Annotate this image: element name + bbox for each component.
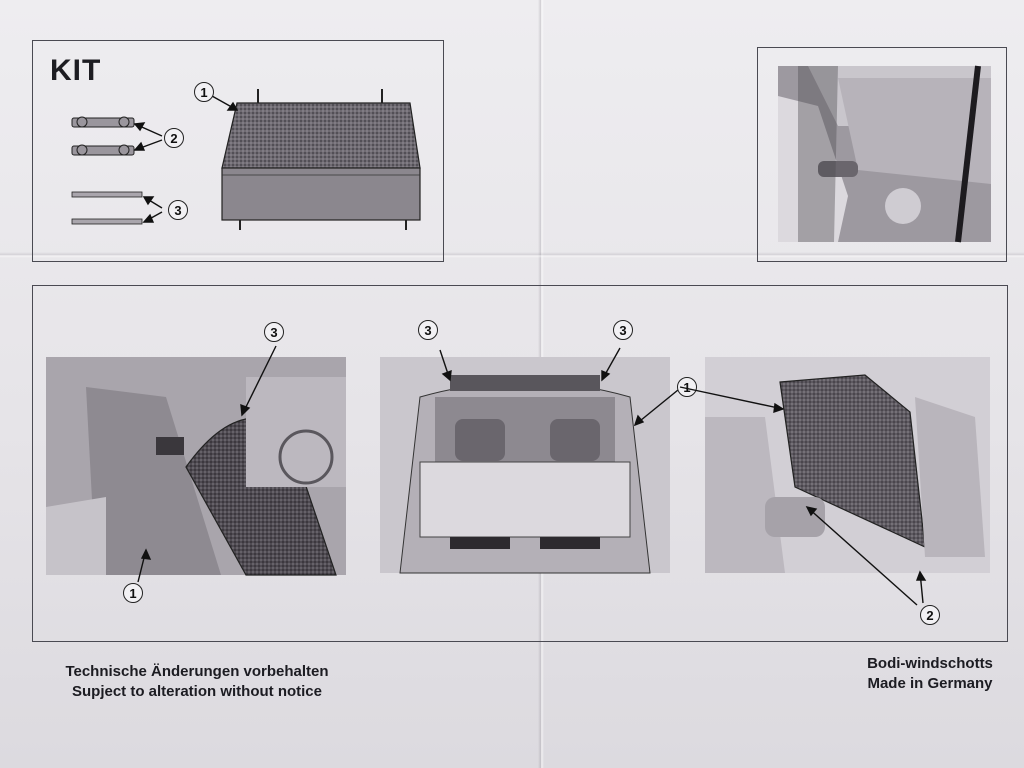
step-3-callout-2: 2	[920, 605, 940, 625]
step-2-callout-3-left: 3	[418, 320, 438, 340]
footer-disclaimer-de: Technische Änderungen vorbehalten	[65, 663, 329, 680]
step-2-arrows	[439, 347, 679, 427]
kit-callout-1: 1	[194, 82, 214, 102]
footer-brand: Bodi-windschotts Made in Germany	[840, 654, 1020, 694]
kit-callout-2: 2	[164, 128, 184, 148]
step-2-callout-3-right: 3	[613, 320, 633, 340]
strip-drawings	[71, 191, 143, 225]
kit-panel	[32, 40, 444, 262]
kit-callout-3: 3	[168, 200, 188, 220]
footer-disclaimer-en: Supject to alteration without notice	[71, 683, 322, 700]
horizontal-fold-line	[0, 252, 1024, 258]
footer-brand-name: Bodi-windschotts	[867, 655, 993, 672]
installation-steps-panel	[32, 285, 1008, 642]
step-2-callout-1: 1	[677, 377, 697, 397]
footer-origin: Made in Germany	[867, 675, 993, 692]
installed-photo	[778, 65, 991, 243]
clamp-drawings	[71, 116, 135, 156]
installed-photo-panel	[757, 47, 1007, 262]
kit-title: KIT	[50, 54, 102, 87]
step-1-illustration	[46, 357, 346, 576]
step-3-illustration	[705, 357, 990, 573]
step-1-arrows	[137, 345, 277, 583]
footer-disclaimer: Technische Änderungen vorbehalten Supjec…	[32, 662, 362, 702]
kit-illustration	[71, 89, 421, 230]
step-3-arrows	[679, 386, 927, 606]
step-1-callout-3: 3	[264, 322, 284, 342]
step-2-illustration	[380, 357, 670, 574]
windscreen-panel-drawing	[221, 89, 421, 230]
step-1-callout-1: 1	[123, 583, 143, 603]
